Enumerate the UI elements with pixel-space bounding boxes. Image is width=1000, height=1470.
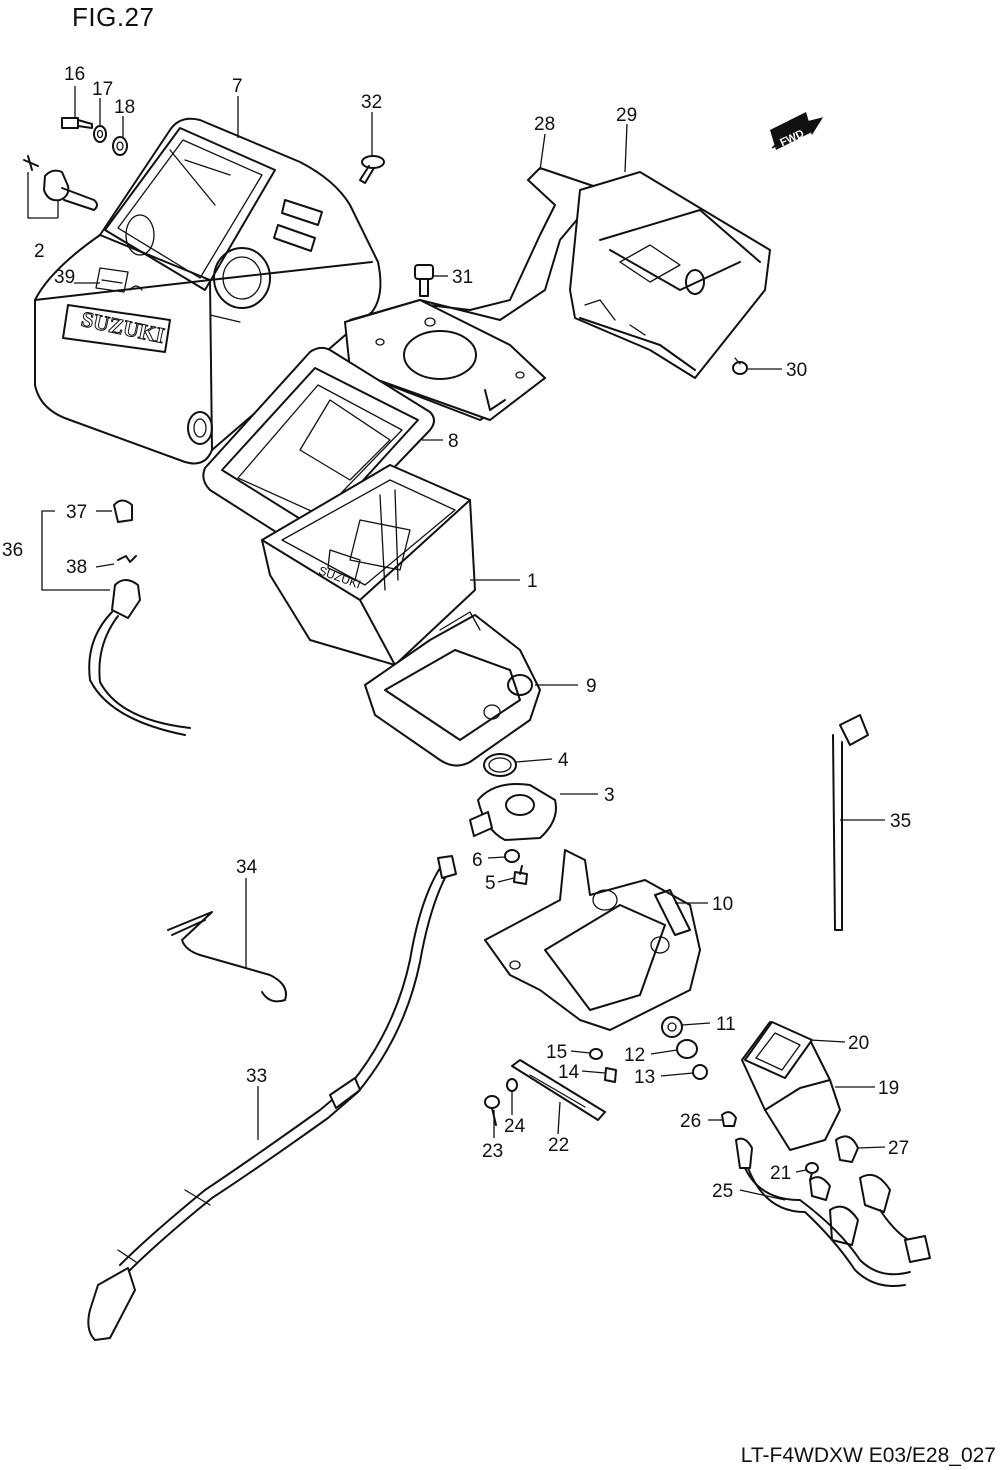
callout-27: 27 — [888, 1138, 909, 1159]
callout-1: 1 — [527, 571, 538, 592]
part-39-label-plate — [95, 267, 129, 293]
model-code: LT-F4WDXW E03/E28_027 — [740, 1444, 996, 1467]
parts-5-6-screw-washer — [504, 849, 528, 885]
callout-25: 25 — [712, 1181, 733, 1202]
callout-10: 10 — [712, 894, 733, 915]
part-28-bracket — [344, 167, 621, 421]
part-1-meter-case: SUZUKI — [261, 464, 476, 666]
part-8-gasket — [202, 346, 435, 550]
part-32-screw — [359, 155, 385, 184]
callout-6: 6 — [472, 850, 483, 871]
callout-29: 29 — [616, 105, 637, 126]
callout-21: 21 — [770, 1163, 791, 1184]
callout-18: 18 — [114, 97, 135, 118]
callout-26: 26 — [680, 1111, 701, 1132]
leader-lines — [27, 86, 886, 1201]
part-9-lower-frame — [364, 611, 541, 767]
callout-14: 14 — [558, 1062, 580, 1083]
part-36-37-38-socket-assembly — [88, 499, 191, 736]
parts-23-24-screw-nut — [484, 1078, 518, 1126]
part-10-meter-bracket — [484, 849, 701, 1031]
callout-23: 23 — [482, 1141, 503, 1162]
callout-15: 15 — [546, 1042, 567, 1063]
callout-32: 32 — [361, 92, 382, 113]
callout-39: 39 — [54, 267, 75, 288]
callout-13: 13 — [634, 1067, 655, 1088]
callout-16: 16 — [64, 64, 85, 85]
callout-38: 38 — [66, 557, 87, 578]
part-22-plate — [511, 1059, 606, 1121]
callout-24: 24 — [504, 1116, 526, 1137]
callout-28: 28 — [534, 114, 555, 135]
callout-22: 22 — [548, 1135, 569, 1156]
callout-36: 36 — [2, 540, 23, 561]
part-4-o-ring — [483, 753, 517, 777]
part-2-trip-knob — [23, 155, 98, 211]
callout-5: 5 — [485, 873, 496, 894]
callout-2: 2 — [34, 241, 45, 262]
figure-title: FIG.27 — [72, 2, 155, 32]
parts-26-27-bulbs — [721, 1111, 859, 1163]
part-35-cable-tie — [832, 714, 869, 931]
callout-19: 19 — [878, 1078, 899, 1099]
callout-labels: 1 2 3 4 5 6 7 8 9 10 11 12 13 14 15 16 1… — [2, 64, 911, 1202]
callout-3: 3 — [604, 785, 615, 806]
part-34-clamp-wire — [167, 911, 287, 1003]
callout-33: 33 — [246, 1066, 267, 1087]
parts-11-12-13-grommets — [661, 1016, 708, 1080]
part-19-20-indicator-housing — [741, 1021, 841, 1151]
callout-34: 34 — [236, 857, 258, 878]
callout-37: 37 — [66, 502, 87, 523]
callout-30: 30 — [786, 360, 807, 381]
callout-4: 4 — [558, 750, 569, 771]
callout-31: 31 — [452, 267, 473, 288]
parts-16-17-18-fasteners — [61, 117, 128, 156]
callout-7: 7 — [232, 76, 243, 97]
callout-11: 11 — [716, 1014, 736, 1035]
part-30-nut — [732, 357, 748, 375]
callout-9: 9 — [586, 676, 597, 697]
callout-12: 12 — [624, 1045, 645, 1066]
callout-20: 20 — [848, 1033, 869, 1054]
part-25-wiring-harness — [735, 1137, 931, 1287]
callout-17: 17 — [92, 79, 113, 100]
parts-14-15-screw-washer — [589, 1048, 617, 1083]
part-31-screw — [414, 264, 434, 297]
callout-35: 35 — [890, 811, 911, 832]
part-33-speedometer-cable — [87, 855, 457, 1341]
part-3-gear-box — [469, 783, 557, 841]
fwd-arrow-icon: FWD — [770, 112, 824, 150]
callout-8: 8 — [448, 431, 459, 452]
part-29-visor — [569, 171, 771, 379]
